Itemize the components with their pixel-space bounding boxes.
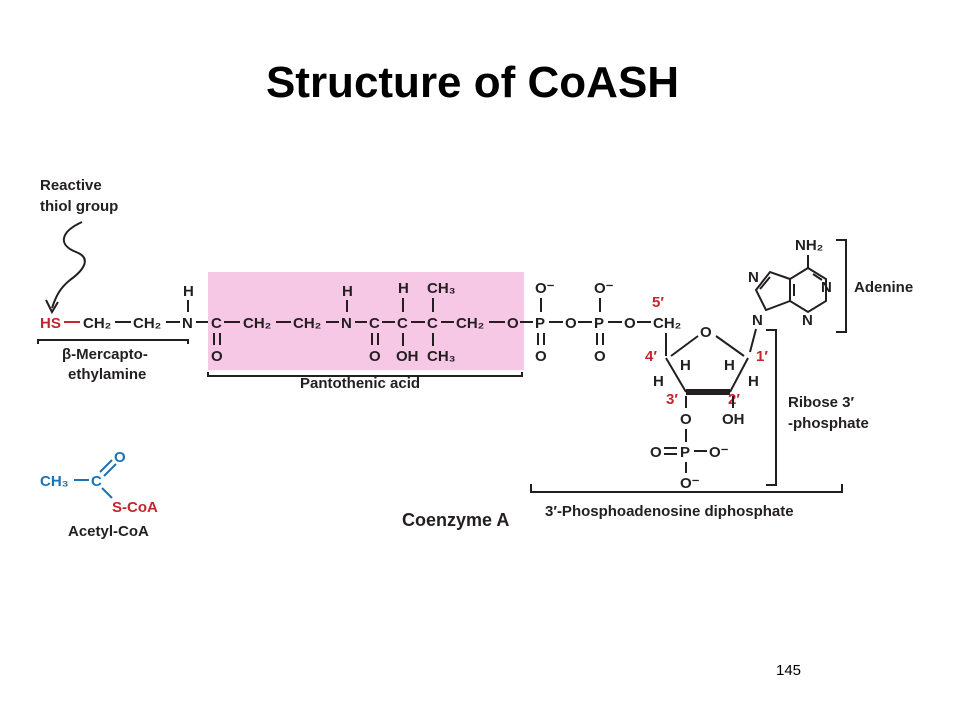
c-atom-4: C [427,315,438,332]
acetyl-dbl-o-a [99,459,113,473]
acetyl-bond-c-s [101,487,113,499]
h-c1-right: H [748,373,759,390]
ominus-on-p1: O⁻ [535,280,555,297]
n-adenine-7: N [748,269,759,286]
slide-title: Structure of CoASH [265,58,680,107]
acetyl-s-coa: S-CoA [112,499,158,516]
acetyl-coa-label: Acetyl-CoA [68,523,149,540]
bond-oring-c1 [715,335,745,357]
adenine-five-ring [754,270,791,312]
pantothenic-bracket [207,372,523,377]
ch2-ribose-5: CH₂ [653,315,681,332]
ch2-atom-4: CH₂ [293,315,321,332]
c-atom-2: C [369,315,380,332]
prime-2-label: 2′ [728,391,740,408]
bond-c4-c3 [665,357,687,393]
oh-on-c2: OH [722,411,745,428]
mercapto-bracket [37,339,189,344]
bond-c4-oring [670,335,699,357]
acetyl-ch3: CH₃ [40,473,69,490]
o-on-p2: O [594,348,606,365]
ch3-top-on-c4: CH₃ [427,280,456,297]
h-on-n2: H [342,283,353,300]
adenine-label: Adenine [854,279,913,296]
acetyl-o: O [114,449,126,466]
nh2-on-adenine: NH₂ [795,237,823,254]
o-left-on-p3: O [650,444,662,461]
pantothenic-label: Pantothenic acid [300,375,420,392]
n-adenine-3: N [802,312,813,329]
ch2-atom-5: CH₂ [456,315,484,332]
acetyl-c: C [91,473,102,490]
h-on-c3: H [398,280,409,297]
c-atom-3: C [397,315,408,332]
mercapto-label-line2: ethylamine [68,366,146,383]
o-on-c3-ribose: O [680,411,692,428]
ch2-atom-1: CH₂ [83,315,111,332]
adenine-bracket [836,239,847,333]
page-number: 145 [776,662,802,679]
bond-c1-c2 [729,357,749,393]
hs-atom: HS [40,315,61,332]
o-bridge-1: O [507,315,519,332]
thiol-arrowhead [45,299,59,315]
prime-1-label: 1′ [756,348,768,365]
coenzyme-a-label: Coenzyme A [402,510,509,530]
o-on-p1: O [535,348,547,365]
o-bridge-2: O [565,315,577,332]
acetyl-dbl-o-b [103,463,117,477]
h-c4-left: H [653,373,664,390]
phosphoadenosine-bracket [530,484,843,493]
o-on-c1: O [211,348,223,365]
mercapto-label-line1: β-Mercapto- [62,346,148,363]
n-adenine-9: N [752,312,763,329]
ominus-on-p2: O⁻ [594,280,614,297]
p-atom-1: P [535,315,545,332]
ominus-down-on-p3: O⁻ [680,475,700,492]
reactive-thiol-label-line1: Reactive [40,177,102,194]
adenine-dbl-3 [759,276,771,290]
ch2-atom-3: CH₂ [243,315,271,332]
ribose-phosphate-bracket [766,329,777,486]
reactive-thiol-label-line2: thiol group [40,198,118,215]
h-c4-up: H [680,357,691,374]
p-atom-3: P [680,444,690,461]
p-atom-2: P [594,315,604,332]
prime-4-label: 4′ [645,348,657,365]
ominus-right-on-p3: O⁻ [709,444,729,461]
h-on-n1: H [183,283,194,300]
n-adenine-1: N [821,279,832,296]
ch2-atom-2: CH₂ [133,315,161,332]
ch3-bottom-on-c4: CH₃ [427,348,456,365]
phosphoadenosine-label: 3′-Phosphoadenosine diphosphate [545,503,794,520]
ribose-label-line1: Ribose 3′ [788,394,855,411]
adenine-dbl-1 [812,273,823,281]
thiol-squiggle-arrow [51,221,86,309]
n-atom-1: N [182,315,193,332]
o-bridge-3: O [624,315,636,332]
h-c1-up: H [724,357,735,374]
ribose-label-line2: -phosphate [788,415,869,432]
prime-5-label: 5′ [652,294,664,311]
oh-on-c3: OH [396,348,419,365]
o-on-c2: O [369,348,381,365]
c-atom-1: C [211,315,222,332]
bond-n9-c1 [749,328,757,353]
o-ring: O [700,324,712,341]
n-atom-2: N [341,315,352,332]
prime-3-label: 3′ [666,391,678,408]
